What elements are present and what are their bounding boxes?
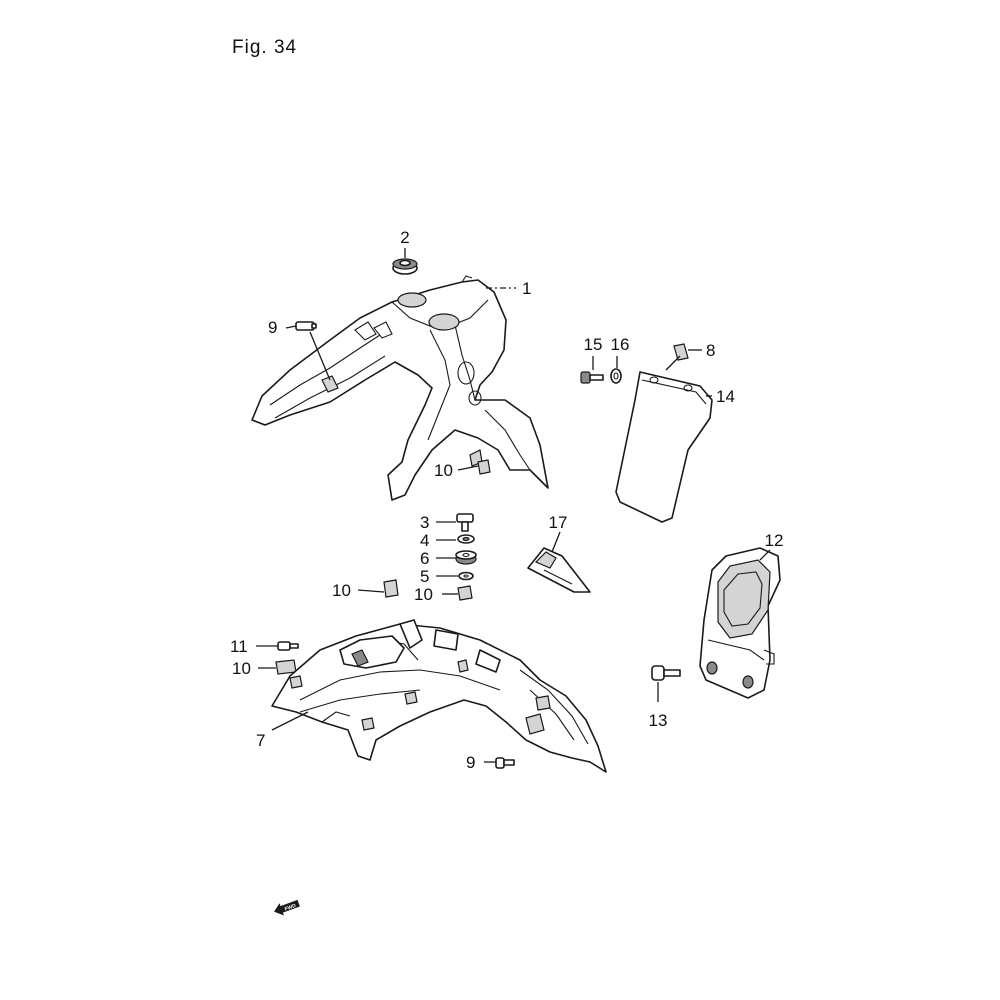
callout-2: 2 [400, 228, 409, 247]
part-8-clip [673, 343, 689, 361]
part-10-clip-c [275, 659, 297, 675]
callout-8: 8 [706, 341, 715, 360]
callout-13: 13 [649, 711, 668, 730]
part-17-pad [527, 547, 591, 593]
part-9-screw-upper [295, 321, 317, 331]
callout-6: 6 [420, 549, 429, 568]
callout-9-upper: 9 [268, 318, 277, 337]
part-2-grommet [392, 258, 418, 275]
fwd-label: FWD [284, 903, 297, 913]
callout-17: 17 [549, 513, 568, 532]
part-10-clip-b [457, 585, 473, 601]
part-15-bolt [580, 371, 604, 384]
callout-12: 12 [765, 531, 784, 550]
part-10-clip-a [383, 579, 399, 598]
callouts: 2 1 9 15 16 8 14 10 3 17 4 12 6 5 10 10 … [230, 228, 783, 772]
part-4-washer [457, 534, 475, 544]
callout-4: 4 [420, 531, 429, 550]
callout-11: 11 [230, 637, 248, 656]
callout-3: 3 [420, 513, 429, 532]
callout-1: 1 [522, 279, 531, 298]
part-12-cover [699, 547, 781, 699]
callout-10-mid-right: 10 [414, 585, 433, 604]
callout-14: 14 [716, 387, 735, 406]
fwd-arrow-icon: FWD [274, 899, 300, 916]
part-5-washer [458, 571, 474, 581]
part-13-bolt [651, 665, 681, 681]
part-10-clip-d [477, 459, 491, 475]
part-3-bolt [456, 513, 474, 532]
callout-5: 5 [420, 567, 429, 586]
part-9-screw-lower [495, 757, 515, 769]
part-7-rear-fender [271, 619, 607, 773]
part-6-grommet [455, 550, 477, 565]
part-1-rear-cowl [251, 275, 549, 501]
part-11-bolt [277, 641, 299, 651]
part-16-washer [610, 368, 622, 384]
figure-title: Fig. 34 [232, 37, 298, 58]
callout-16: 16 [611, 335, 630, 354]
callout-10-upper: 10 [434, 461, 453, 480]
callout-15: 15 [584, 335, 603, 354]
callout-10-mid-left: 10 [332, 581, 351, 600]
callout-10-lower: 10 [232, 659, 251, 678]
callout-7: 7 [256, 731, 265, 750]
part-14-panel [615, 371, 713, 523]
callout-9-lower: 9 [466, 753, 475, 772]
leader-lines [256, 248, 771, 763]
